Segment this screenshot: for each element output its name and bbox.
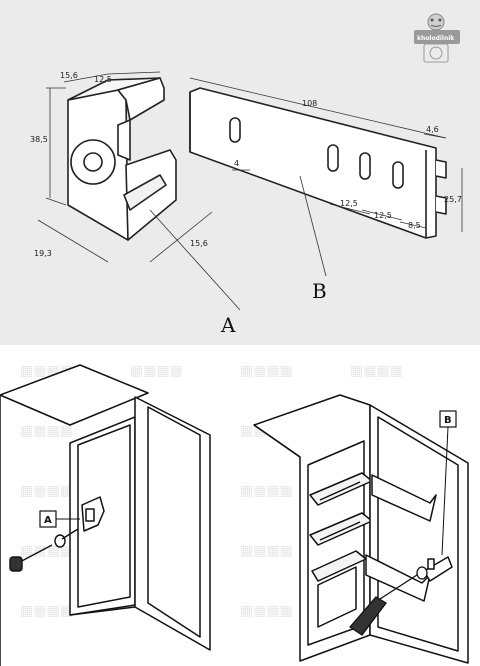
svg-text:▦▦▦▦: ▦▦▦▦ <box>350 363 403 379</box>
dim-b-pitch-1: 12,5 <box>340 199 358 208</box>
site-logo: kholodilnik <box>414 13 460 63</box>
part-a-bracket <box>67 77 177 241</box>
left-screw <box>9 528 79 572</box>
dim-a-depth: 15,6 <box>60 71 78 80</box>
parts-drawing: kholodilnik <box>30 13 463 337</box>
right-fridge-view <box>253 394 469 664</box>
part-b-dimension-lines <box>189 77 463 277</box>
left-fridge-view <box>0 364 211 666</box>
screwdriver <box>349 566 428 636</box>
svg-text:▦▦▦▦: ▦▦▦▦ <box>240 363 293 379</box>
svg-text:▦▦▦▦: ▦▦▦▦ <box>240 543 293 559</box>
dim-b-end: 8,5 <box>408 221 421 230</box>
parts-drawing-panel: kholodilnik <box>0 0 480 345</box>
svg-text:▦▦▦▦: ▦▦▦▦ <box>240 483 293 499</box>
svg-text:▦▦▦▦: ▦▦▦▦ <box>20 483 73 499</box>
dim-b-length: 108 <box>302 99 317 108</box>
svg-text:▦▦▦▦: ▦▦▦▦ <box>240 603 293 619</box>
dim-a-slot: 15,6 <box>190 239 208 248</box>
dim-b-thickness: 4,6 <box>426 125 439 134</box>
svg-text:▦▦▦▦: ▦▦▦▦ <box>130 363 183 379</box>
callout-b: B <box>439 410 457 556</box>
part-b-rail <box>189 87 447 239</box>
svg-text:▦▦▦▦: ▦▦▦▦ <box>20 543 73 559</box>
dim-a-top-width: 12,5 <box>94 75 112 84</box>
callout-a-label: A <box>44 515 52 526</box>
part-a-label: A <box>220 313 236 337</box>
svg-text:▦▦▦▦: ▦▦▦▦ <box>20 603 73 619</box>
callout-b-label: B <box>444 415 452 426</box>
part-a-dimension-lines <box>37 71 241 311</box>
dim-b-slot-width: 4 <box>234 159 239 168</box>
installation-drawing-panel: ▦▦▦▦ ▦▦▦▦ ▦▦▦▦ ▦▦▦▦ ▦▦▦▦ ▦▦▦▦ ▦▦▦▦ ▦▦▦▦ … <box>0 345 480 666</box>
dim-b-height: 25,7 <box>444 195 462 204</box>
installation-drawing: ▦▦▦▦ ▦▦▦▦ ▦▦▦▦ ▦▦▦▦ ▦▦▦▦ ▦▦▦▦ ▦▦▦▦ ▦▦▦▦ … <box>0 363 469 666</box>
part-b-label: B <box>312 279 327 303</box>
logo-text: kholodilnik <box>417 35 455 42</box>
dim-a-height: 38,5 <box>30 135 48 144</box>
svg-text:▦▦▦▦: ▦▦▦▦ <box>20 423 73 439</box>
dim-b-pitch-2: 12,5 <box>374 211 392 220</box>
callout-a: A <box>39 510 80 528</box>
dim-a-base: 19,3 <box>34 249 52 258</box>
